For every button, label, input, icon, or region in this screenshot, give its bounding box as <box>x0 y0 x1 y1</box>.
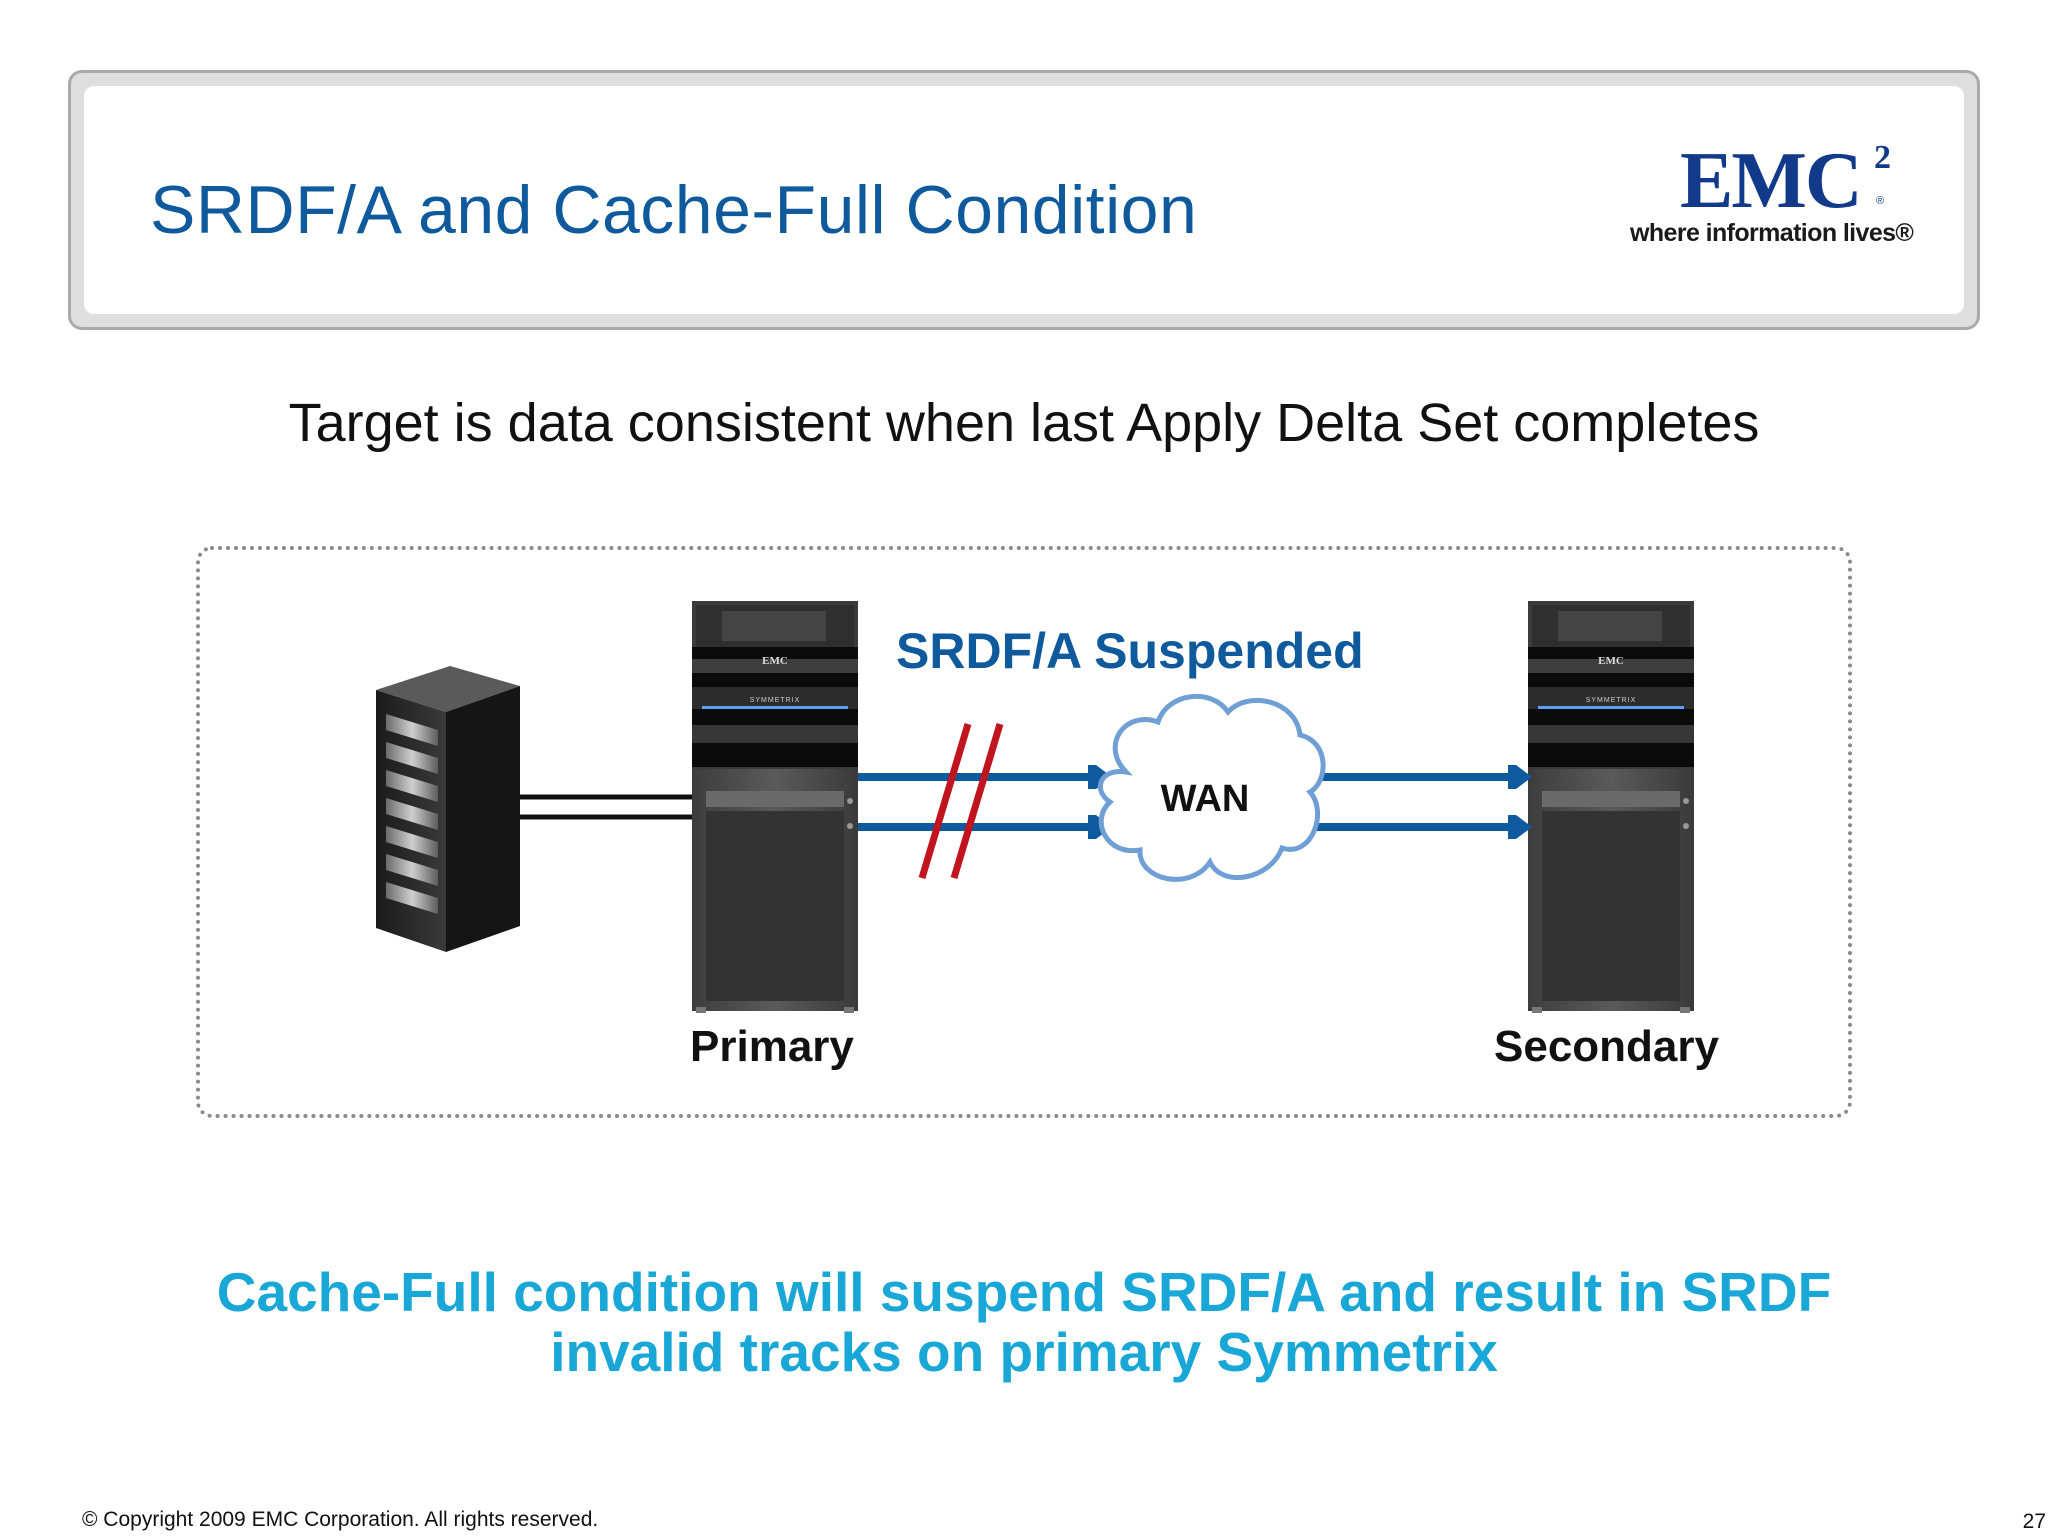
title-banner-inner: SRDF/A and Cache-Full Condition EMC 2 ® … <box>84 86 1964 314</box>
secondary-array-icon: EMC SYMMETRIX <box>1528 601 1694 1013</box>
diagram-frame <box>196 546 1852 1118</box>
secondary-array-brand: EMC <box>1598 655 1624 667</box>
primary-array-model: SYMMETRIX <box>750 697 801 704</box>
title-banner: SRDF/A and Cache-Full Condition EMC 2 ® … <box>68 70 1980 330</box>
logo-wordmark: EMC <box>1680 137 1863 225</box>
slide-subtitle: Target is data consistent when last Appl… <box>288 393 1760 453</box>
page-number: 27 <box>2022 1510 2046 1533</box>
primary-array-brand: EMC <box>762 655 788 667</box>
emc-logo: EMC 2 ® where information lives® <box>1630 137 1930 251</box>
wan-cloud-icon <box>1097 693 1326 882</box>
copyright-notice: © Copyright 2009 EMC Corporation. All ri… <box>82 1508 599 1531</box>
link-break-icon <box>918 722 1004 880</box>
host-server-icon <box>376 666 520 952</box>
secondary-label: Secondary <box>1494 1022 1719 1071</box>
secondary-array-model: SYMMETRIX <box>1586 697 1637 704</box>
conclusion-text: Cache-Full condition will suspend SRDF/A… <box>0 1262 2048 1382</box>
srdf-suspended-label: SRDF/A Suspended <box>896 623 1364 679</box>
wan-label: WAN <box>1160 778 1250 820</box>
slide-title: SRDF/A and Cache-Full Condition <box>150 172 1198 248</box>
conclusion-line-1: Cache-Full condition will suspend SRDF/A… <box>216 1261 1832 1323</box>
host-link-lines <box>520 794 694 820</box>
primary-array-icon: EMC SYMMETRIX <box>692 601 858 1013</box>
link-wan-to-secondary <box>1306 765 1532 839</box>
logo-tagline: where information lives® <box>1630 219 1914 247</box>
logo-registered-mark: ® <box>1876 195 1885 207</box>
primary-label: Primary <box>690 1022 854 1071</box>
conclusion-line-2: invalid tracks on primary Symmetrix <box>550 1321 1498 1383</box>
logo-superscript: 2 <box>1874 139 1891 176</box>
